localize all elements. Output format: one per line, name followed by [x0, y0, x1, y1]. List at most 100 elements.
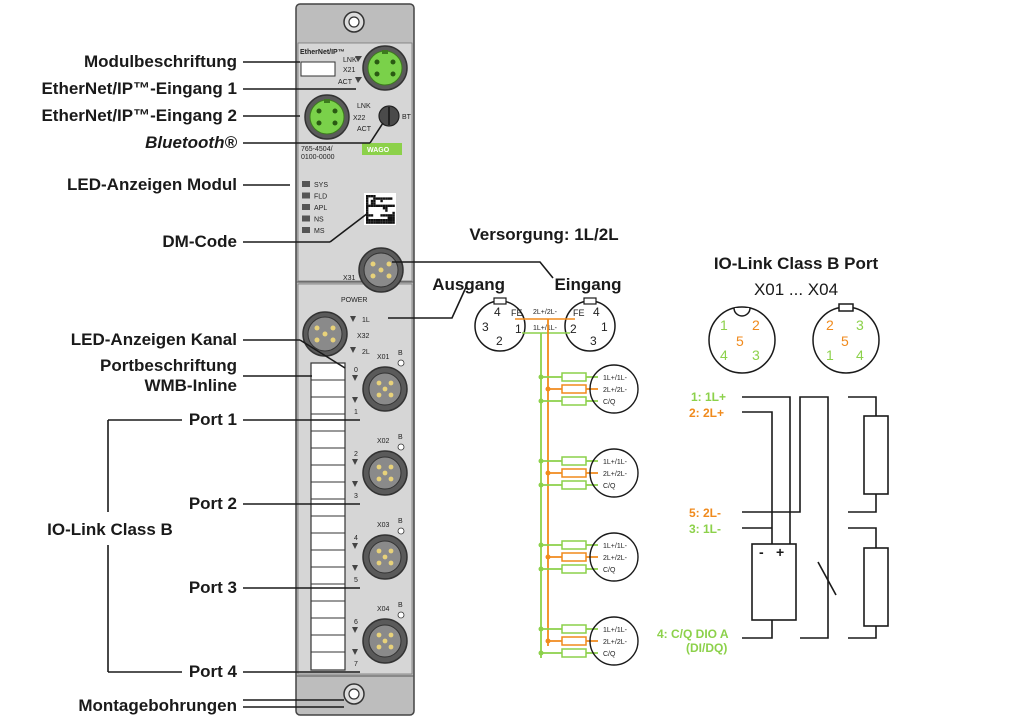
- x32-2l-label: 2L: [362, 349, 370, 356]
- bluetooth-knob: [378, 105, 400, 127]
- wago-logo: [362, 143, 402, 155]
- label-modulbeschriftung: Modulbeschriftung: [84, 52, 237, 71]
- power-label: POWER: [341, 297, 367, 304]
- iolink-right-pin-5: 5: [841, 333, 849, 349]
- supply-port-conn-label: 2L+/2L-: [603, 555, 628, 562]
- port-b-label: B: [398, 434, 403, 441]
- article-number-1: 765-4504/: [301, 146, 333, 153]
- wire-di-dq: (DI/DQ): [686, 641, 727, 655]
- port-led-bottom-label: 1: [354, 409, 358, 416]
- port-name-x02: X02: [377, 438, 390, 445]
- led-label-ns: NS: [314, 217, 324, 224]
- supply-ausgang: Ausgang: [432, 275, 505, 294]
- supply-port-conn-label: 1L+/1L-: [603, 543, 628, 550]
- article-number-2: 0100-0000: [301, 154, 335, 161]
- led-apl: [302, 204, 310, 210]
- supply-port-conn-label: 2L+/2L-: [603, 387, 628, 394]
- load-minus: -: [759, 544, 764, 560]
- right-pin-fe: FE: [573, 308, 585, 318]
- iolink-pinout-right: [812, 303, 880, 374]
- iolink-title: IO-Link Class B Port: [714, 254, 879, 273]
- iolink-right-pin-4: 4: [856, 347, 864, 363]
- supply-port-conn-label: 1L+/1L-: [603, 627, 628, 634]
- wire-2l-minus: 5: 2L-: [689, 506, 721, 520]
- x22-label: X22: [353, 115, 366, 122]
- label-led-kanal: LED-Anzeigen Kanal: [71, 330, 237, 349]
- supply-port-conn-label: C/Q: [603, 483, 616, 490]
- iolink-left-pin-2: 2: [752, 317, 760, 333]
- brand-tag: EtherNet/IP™: [300, 49, 345, 56]
- iolink-circuit: [742, 396, 889, 639]
- label-port4: Port 4: [189, 662, 238, 681]
- port-name-x01: X01: [377, 354, 390, 361]
- iolink-pinout-left: [708, 306, 776, 374]
- label-port3: Port 3: [189, 578, 237, 597]
- supply-eingang: Eingang: [554, 275, 621, 294]
- iolink-right-pin-3: 3: [856, 317, 864, 333]
- wire-1l-minus: 3: 1L-: [689, 522, 721, 536]
- dm-code: [364, 193, 396, 225]
- led-ns: [302, 215, 310, 222]
- right-pin-1: 1: [601, 320, 608, 334]
- load-plus: +: [776, 544, 784, 560]
- right-pin-2: 2: [570, 322, 577, 336]
- supply-port-conn-label: C/Q: [603, 651, 616, 658]
- x21-lnk-label: LNK: [343, 57, 357, 64]
- led-label-fld: FLD: [314, 194, 327, 201]
- supply-port-conn-label: C/Q: [603, 567, 616, 574]
- x22-connector: [304, 94, 350, 140]
- right-pin-4: 4: [593, 305, 600, 319]
- port-label-strip: [310, 362, 346, 671]
- iolink-left-pin-1: 1: [720, 317, 728, 333]
- left-pin-1: 1: [515, 322, 522, 336]
- left-pin-3: 3: [482, 320, 489, 334]
- supply-port-block-3: 1L+/1L- 2L+/2L- C/Q: [538, 532, 639, 582]
- port-led-bottom-label: 7: [354, 661, 358, 668]
- right-pin-3: 3: [590, 334, 597, 348]
- label-portbeschriftung-2: WMB-Inline: [144, 376, 237, 395]
- module-label-plate: [300, 61, 336, 77]
- x21-act-label: ACT: [338, 79, 353, 86]
- supply-port-block-1: 1L+/1L-2L+/2L-C/Q: [538, 364, 639, 414]
- led-label-apl: APL: [314, 205, 327, 212]
- port-led-bottom-label: 5: [354, 577, 358, 584]
- label-portbeschriftung-1: Portbeschriftung: [100, 356, 237, 375]
- left-pin-2: 2: [496, 334, 503, 348]
- iolink-right-pin-1: 1: [826, 347, 834, 363]
- x32-1l-label: 1L: [362, 317, 370, 324]
- supply-port-conn-label: 2L+/2L-: [603, 639, 628, 646]
- led-ms: [302, 227, 310, 233]
- port-b-label: B: [398, 518, 403, 525]
- label-dm-code: DM-Code: [162, 232, 237, 251]
- iolink-left-pin-3: 3: [752, 347, 760, 363]
- label-eth-in1: EtherNet/IP™-Eingang 1: [41, 79, 237, 98]
- iolink-subtitle: X01 ... X04: [754, 280, 838, 299]
- x22-lnk-label: LNK: [357, 103, 371, 110]
- supply-connector-left: [474, 297, 526, 352]
- supply-ports: 1L+/1L- 2L+/2L- C/Q 1L+/1L- 2L+/2L- C/Q 1L+/1L…: [538, 364, 639, 666]
- x31-label: X31: [343, 275, 356, 282]
- x32-connector: [302, 311, 348, 357]
- left-labels: Modulbeschriftung EtherNet/IP™-Eingang 1…: [41, 52, 384, 715]
- wire-2l-plus: 2: 2L+: [689, 406, 724, 420]
- wire-1l-plus: 1: 1L+: [691, 390, 726, 404]
- x22-act-label: ACT: [357, 126, 372, 133]
- port-led-top-label: 4: [354, 535, 358, 542]
- port-b-label: B: [398, 350, 403, 357]
- label-montagebohrungen: Montagebohrungen: [78, 696, 237, 715]
- led-label-ms: MS: [314, 228, 325, 235]
- supply-port-conn-label: 1L+/1L-: [603, 459, 628, 466]
- label-bluetooth: Bluetooth®: [145, 133, 237, 152]
- led-sys: [302, 181, 310, 187]
- port-b-label: B: [398, 602, 403, 609]
- bt-label: BT: [402, 114, 412, 121]
- label-led-modul: LED-Anzeigen Modul: [67, 175, 237, 194]
- bridge-2l-label: 2L+/2L-: [533, 309, 558, 316]
- label-port1: Port 1: [189, 410, 237, 429]
- supply-connector-right: [564, 297, 616, 352]
- supply-port-block-2: 1L+/1L-2L+/2L-C/Q: [538, 448, 639, 498]
- iolink-left-pin-4: 4: [720, 347, 728, 363]
